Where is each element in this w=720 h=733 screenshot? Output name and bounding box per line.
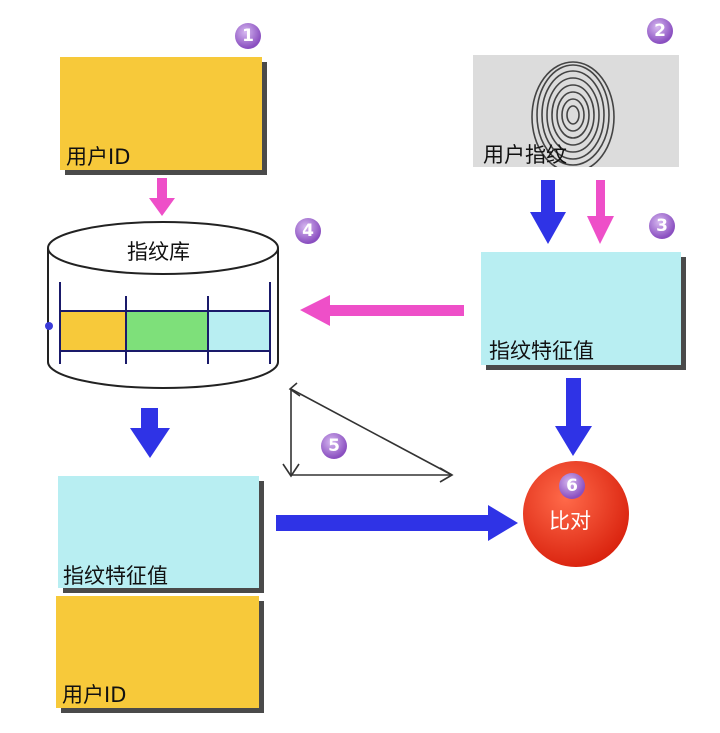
- fingerprint-db-label: 指纹库: [127, 240, 190, 264]
- arrow-feature-to-db: [300, 295, 464, 326]
- arrow-db-to-feature: [130, 408, 170, 458]
- badge-6: 6: [559, 473, 585, 499]
- arrow-userid-to-db: [149, 178, 175, 216]
- badge-3: 3: [649, 213, 675, 239]
- user-id-label-bottom: 用户ID: [62, 683, 127, 707]
- compare-circle: [523, 461, 629, 567]
- compare-label: 比对: [549, 509, 591, 533]
- feature-box-left: [58, 476, 259, 588]
- arrow-feature-to-compare-horizontal: [276, 505, 518, 541]
- triangle-arrows-5: [282, 382, 454, 483]
- feature-label-left: 指纹特征值: [63, 564, 168, 588]
- badge-2: 2: [647, 18, 673, 44]
- arrow-fingerprint-to-feature-magenta: [587, 180, 614, 244]
- feature-box-right: [481, 252, 681, 365]
- user-id-label-top: 用户ID: [66, 145, 131, 169]
- fingerprint-icon: [531, 61, 615, 167]
- badge-4: 4: [295, 218, 321, 244]
- fingerprint-db-cylinder: [45, 221, 279, 389]
- user-id-box-top: [60, 57, 262, 170]
- feature-label-right: 指纹特征值: [489, 339, 594, 363]
- badge-5: 5: [321, 433, 347, 459]
- fingerprint-image-box: [473, 55, 679, 167]
- user-id-box-bottom: [56, 596, 259, 708]
- user-fingerprint-label: 用户指纹: [483, 143, 567, 167]
- arrow-feature-to-compare-vertical: [555, 378, 592, 456]
- arrow-fingerprint-to-feature-blue: [530, 180, 566, 244]
- badge-1: 1: [235, 23, 261, 49]
